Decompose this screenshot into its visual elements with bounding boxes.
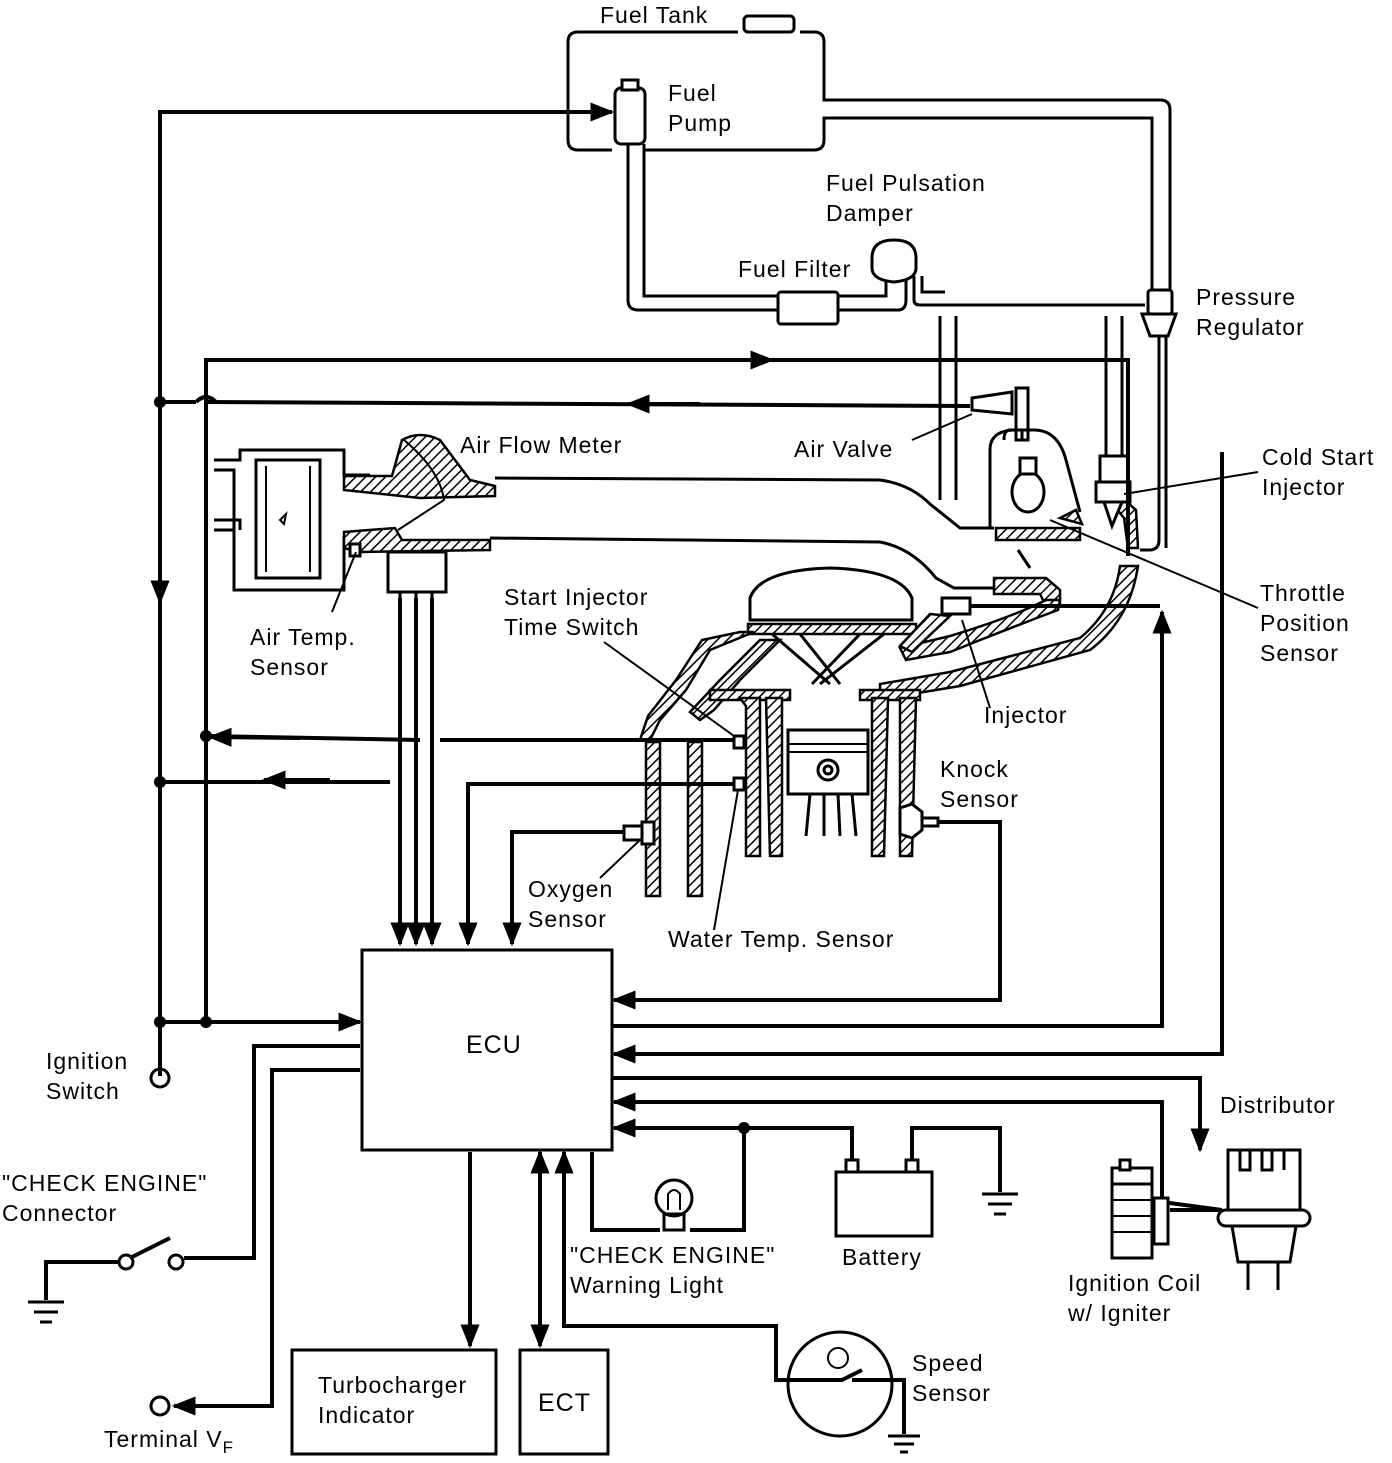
- knock-sensor: [898, 802, 940, 840]
- throttle-body: [994, 456, 1140, 569]
- ignition-switch-terminal: [149, 1067, 171, 1089]
- leader-lines: [331, 413, 1259, 931]
- start-injector-time-switch: [732, 734, 746, 750]
- label-fuel-pump: Fuel Pump: [668, 80, 733, 136]
- label-water-temp-sensor: Water Temp. Sensor: [668, 926, 895, 952]
- label-ignition-switch: Ignition Switch: [46, 1048, 129, 1104]
- speed-sensor: [786, 1330, 920, 1454]
- engine-cylinder: [644, 696, 918, 898]
- fuel-pump: [613, 78, 647, 146]
- air-flow-meter: [342, 433, 497, 600]
- battery: [834, 1158, 1018, 1238]
- oxygen-sensor: [622, 820, 656, 846]
- terminal-vf-circle: [149, 1395, 171, 1417]
- label-throttle-position-sensor: Throttle Position Sensor: [1260, 580, 1350, 666]
- label-injector: Injector: [984, 702, 1068, 728]
- label-turbocharger-indicator: Turbocharger Indicator: [318, 1372, 468, 1428]
- fuel-cap: [742, 14, 796, 34]
- fuel-pulsation-damper: [870, 238, 1145, 307]
- label-terminal-vf-subscript: F: [222, 1438, 235, 1457]
- label-fuel-tank: Fuel Tank: [600, 2, 709, 28]
- pressure-regulator: [1139, 288, 1179, 552]
- wiring: [150, 102, 1224, 1416]
- distributor: [1216, 1148, 1312, 1290]
- water-temp-sensor: [732, 776, 746, 792]
- label-air-flow-meter: Air Flow Meter: [460, 432, 623, 458]
- check-engine-warning-light: [654, 1178, 694, 1232]
- ignition-coil: [1110, 1158, 1170, 1260]
- label-check-engine-warning-light: "CHECK ENGINE" Warning Light: [570, 1242, 776, 1298]
- label-oxygen-sensor: Oxygen Sensor: [528, 876, 614, 932]
- turbocharger-indicator-box: [290, 1348, 498, 1456]
- label-terminal-vf-main: Terminal V: [104, 1426, 223, 1452]
- label-check-engine-connector: "CHECK ENGINE" Connector: [2, 1170, 208, 1226]
- intake-manifold: [638, 564, 1140, 742]
- check-engine-connector-switch: [28, 1236, 185, 1324]
- label-terminal-vf: Terminal VF: [104, 1424, 234, 1463]
- label-ignition-coil: Ignition Coil w/ Igniter: [1068, 1270, 1202, 1326]
- junction-dots: [154, 396, 750, 1134]
- label-battery: Battery: [842, 1244, 922, 1270]
- fuel-filter: [776, 290, 840, 326]
- label-air-valve: Air Valve: [794, 436, 894, 462]
- label-fuel-filter: Fuel Filter: [738, 256, 852, 282]
- air-cleaner: [214, 448, 370, 592]
- cold-start-injector: [1094, 454, 1132, 531]
- label-ecu: ECU: [466, 1031, 522, 1059]
- air-valve: [970, 386, 1082, 528]
- label-air-temp-sensor: Air Temp. Sensor: [250, 624, 356, 680]
- label-speed-sensor: Speed Sensor: [912, 1350, 991, 1406]
- label-fuel-pulsation-damper: Fuel Pulsation Damper: [826, 170, 986, 226]
- label-ect: ECT: [538, 1389, 591, 1417]
- label-pressure-regulator: Pressure Regulator: [1196, 284, 1305, 340]
- label-distributor: Distributor: [1220, 1092, 1336, 1118]
- label-knock-sensor: Knock Sensor: [940, 756, 1019, 812]
- ecu-box: [360, 948, 614, 1152]
- label-start-injector-time-switch: Start Injector Time Switch: [504, 584, 649, 640]
- label-cold-start-injector: Cold Start Injector: [1262, 444, 1375, 500]
- ect-box: [518, 1348, 610, 1456]
- injector: [897, 596, 972, 654]
- fuel-tank: [566, 14, 1172, 292]
